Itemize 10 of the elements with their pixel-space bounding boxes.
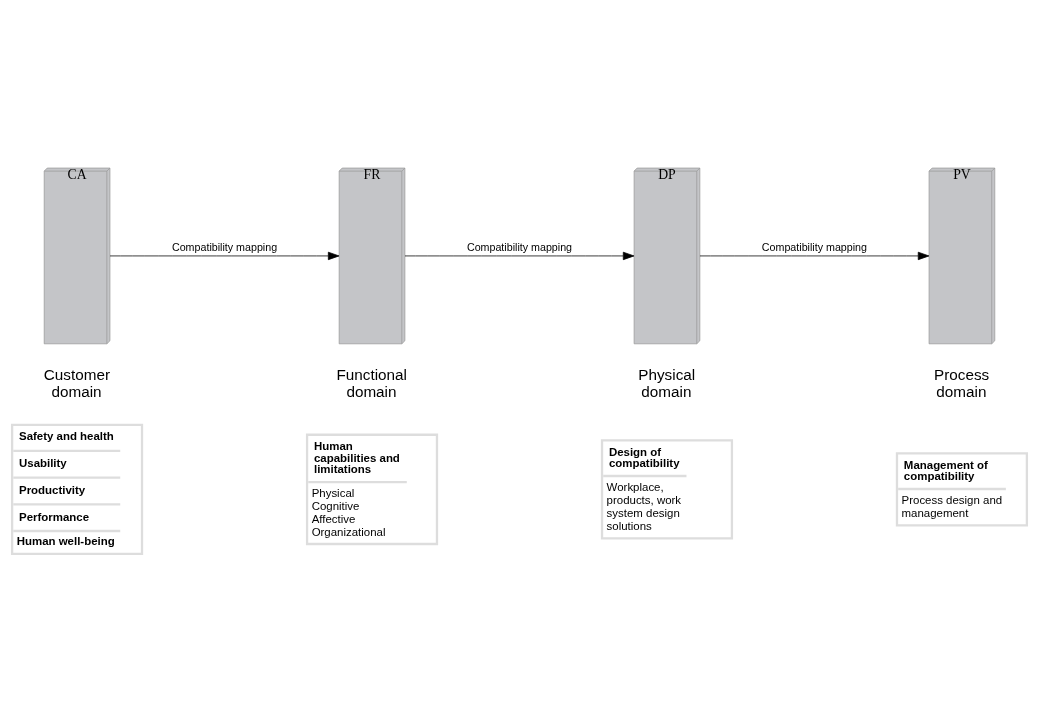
node-label: Customer domain — [43, 365, 110, 400]
arrow — [109, 251, 340, 261]
node-label: Process domain — [934, 365, 990, 400]
node-label: Physical domain — [638, 365, 696, 400]
arrow — [699, 251, 930, 261]
edge-label: Compatibility mapping — [466, 240, 573, 253]
edge-label: Compatibility mapping — [761, 240, 868, 253]
edge-label: Compatibility mapping — [171, 240, 278, 253]
arrow — [404, 251, 635, 261]
node-label: Functional domain — [336, 365, 407, 400]
